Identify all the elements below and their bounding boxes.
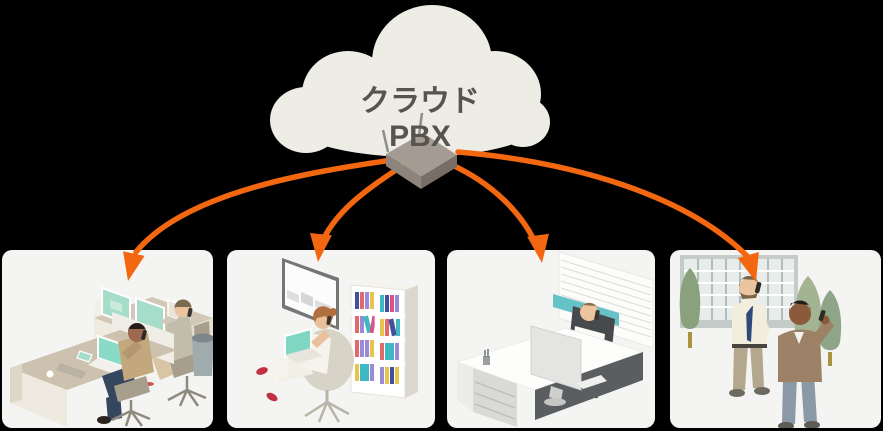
panel-outdoor-callers — [670, 250, 881, 428]
monitor-icon — [101, 286, 165, 334]
worker-on-phone — [97, 323, 154, 427]
binders — [355, 292, 400, 384]
cloud-icon — [270, 5, 550, 157]
bookshelf-icon — [350, 280, 418, 399]
laptop-icon — [88, 334, 125, 374]
lounge-laptop-phone-scene — [256, 258, 418, 423]
mug-icon — [46, 370, 54, 378]
office-workers-on-phones-scene — [10, 286, 213, 427]
arrow-to-outdoor — [455, 149, 751, 260]
pen-cup-icon — [483, 349, 490, 365]
keyboard-icon — [577, 375, 607, 389]
cloud-pbx-title: クラウドPBX — [360, 85, 480, 153]
panel-lounge-worker — [227, 250, 435, 428]
woman-on-phone — [256, 306, 337, 402]
man-on-phone — [778, 300, 834, 428]
monitor-icon — [530, 325, 582, 406]
panel-private-office — [447, 250, 655, 428]
tree-icon — [679, 268, 701, 348]
private-office-desk-scene — [455, 251, 654, 427]
router-antenna — [381, 129, 390, 153]
panel-office-workers — [2, 250, 213, 428]
mobile-phone-icon — [76, 350, 93, 363]
keyboard-icon — [56, 363, 86, 379]
outdoor-mobile-call-scene — [679, 255, 842, 428]
trash-bin-icon — [192, 333, 213, 376]
